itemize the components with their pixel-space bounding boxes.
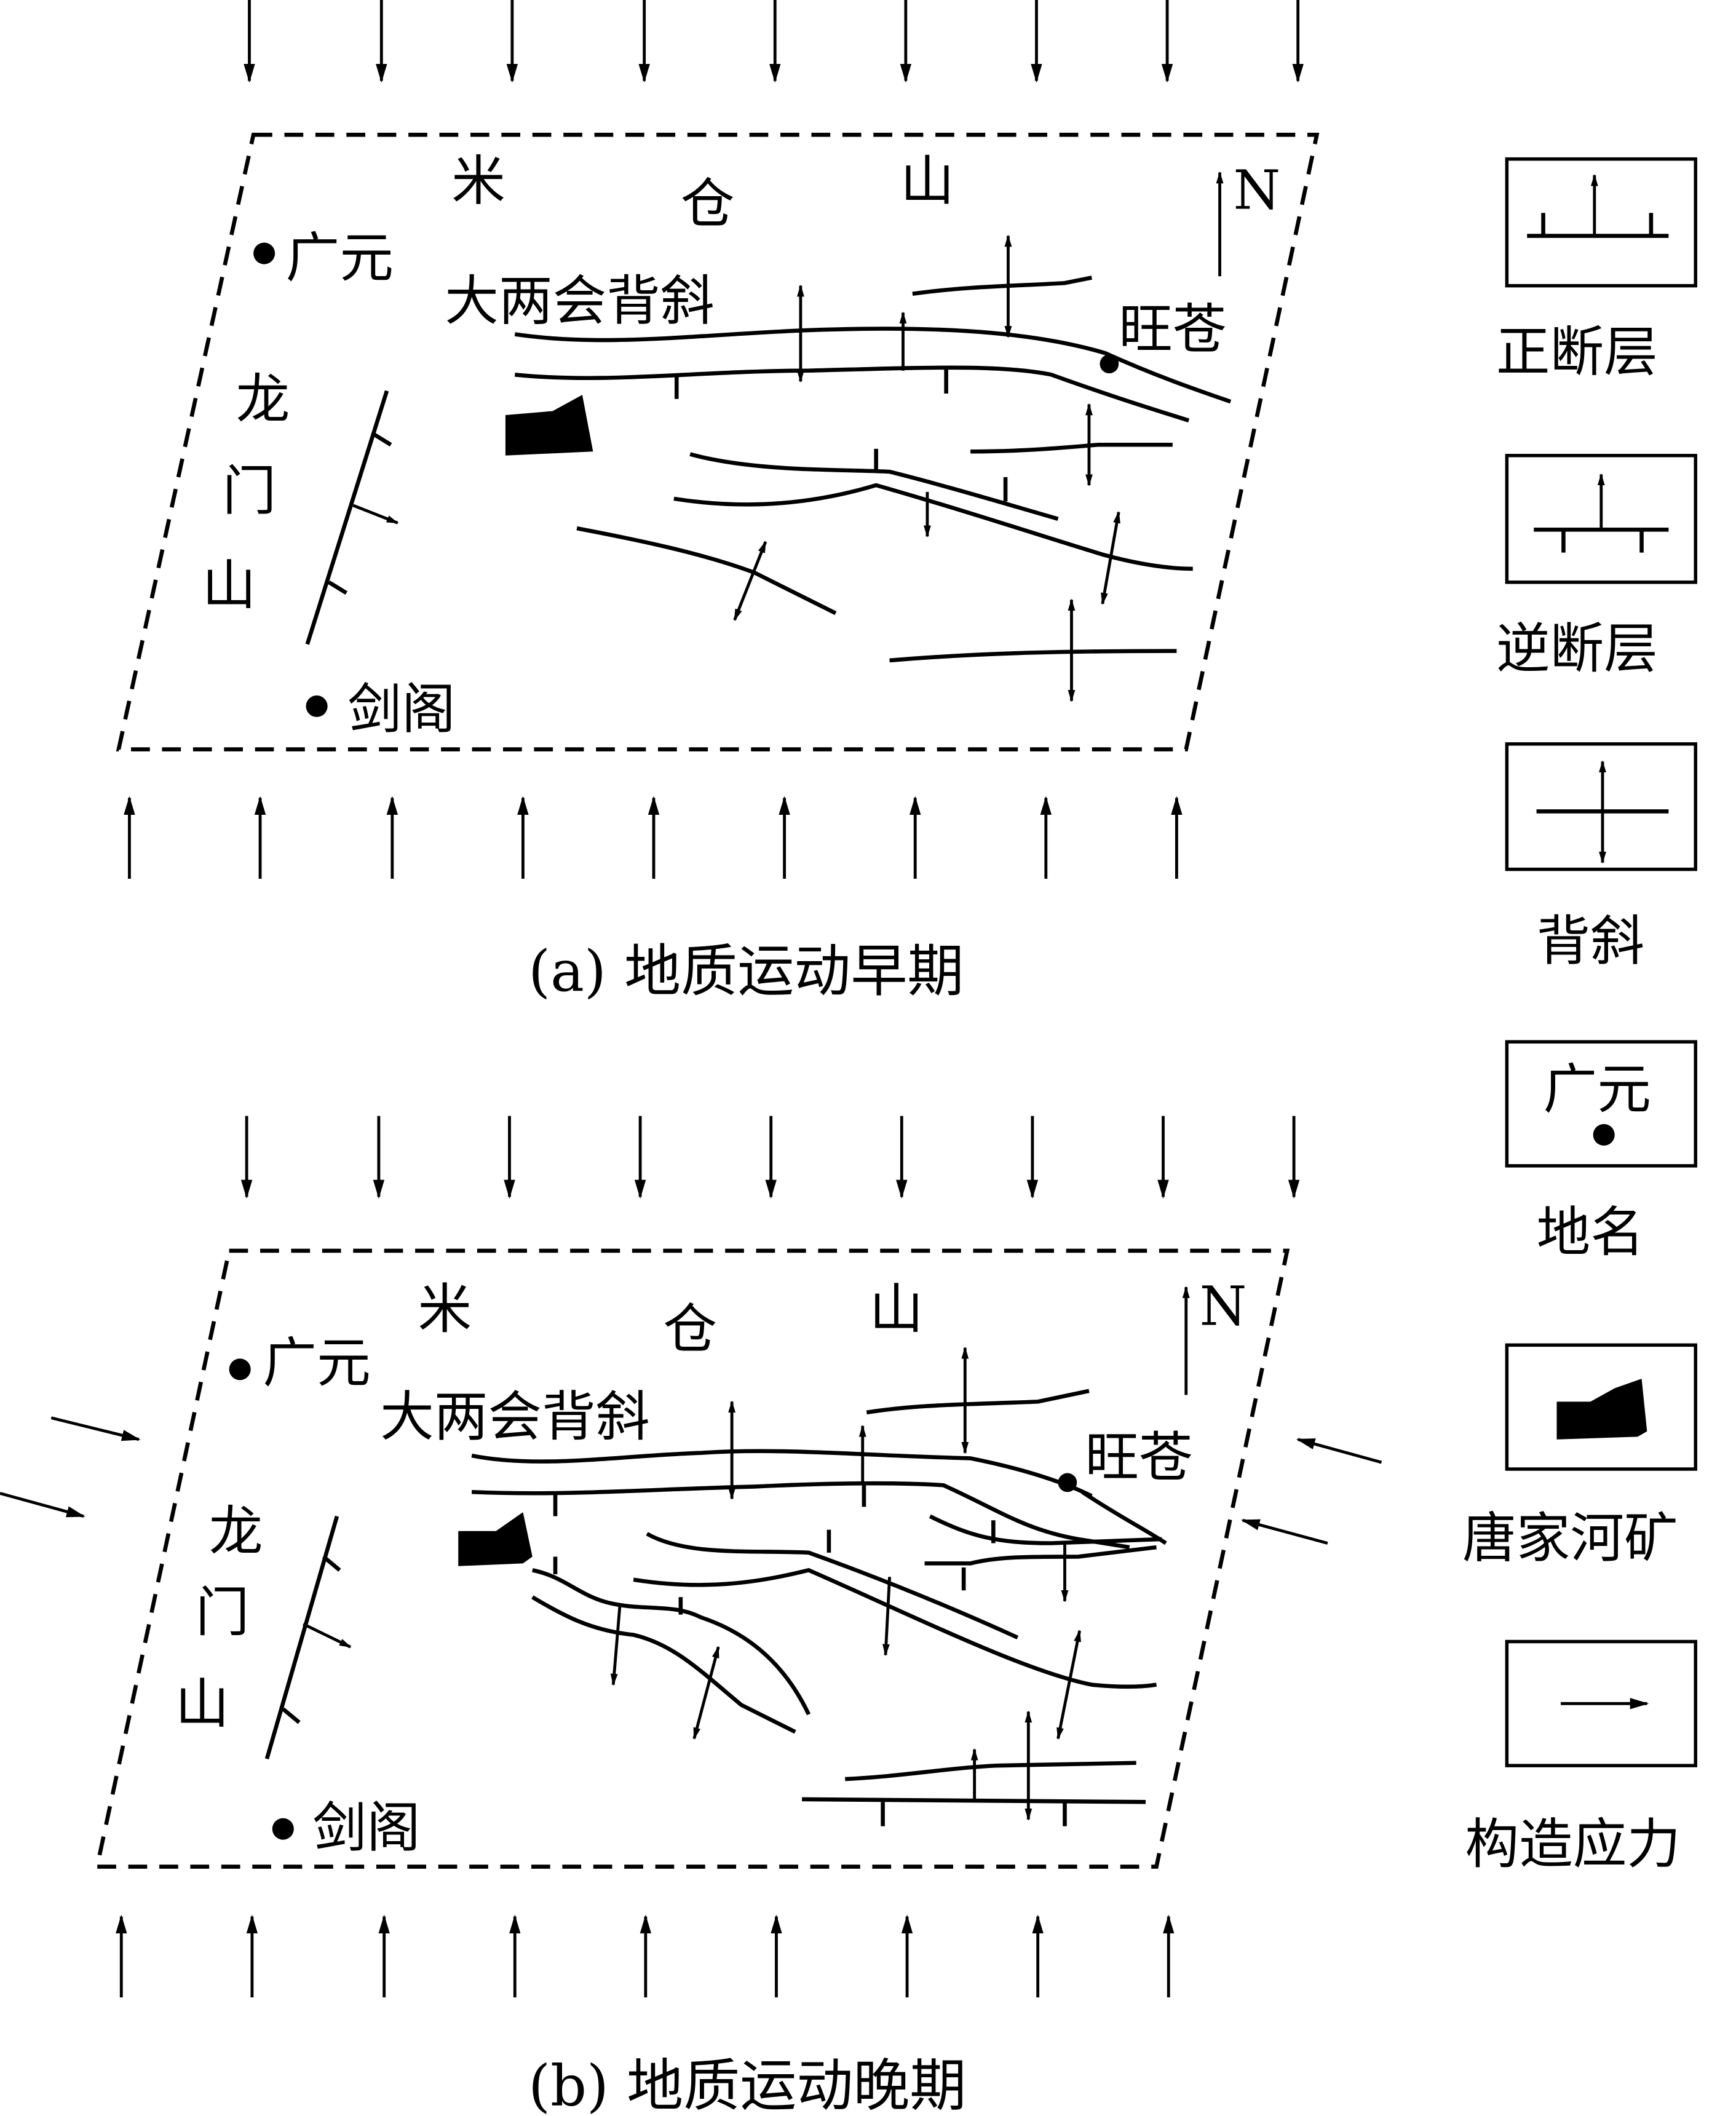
- mine-icon: [505, 395, 593, 456]
- legend-normal-fault: 正断层: [1496, 157, 1697, 384]
- label-mi: 米: [451, 149, 505, 212]
- legend-anticline: 背斜: [1505, 742, 1697, 973]
- faults: [305, 234, 1232, 702]
- label-shan: 山: [870, 1278, 924, 1341]
- place-dot: [306, 695, 328, 717]
- legend-label: 逆断层: [1496, 617, 1658, 680]
- legend-reverse-fault: 逆断层: [1496, 454, 1697, 680]
- faults: [264, 1346, 1167, 1826]
- stress-arrows-bottom: [116, 1914, 1175, 1998]
- label-wangcang: 旺苍: [1085, 1426, 1192, 1489]
- legend-place-name: 广元 地名: [1505, 1040, 1697, 1264]
- legend-label: 背斜: [1537, 910, 1644, 973]
- label-cang: 仓: [663, 1298, 717, 1361]
- label-north: N: [1200, 1275, 1247, 1337]
- legend-place-example: 广元: [1544, 1058, 1651, 1121]
- label-dalianghui: 大两会背斜: [445, 269, 714, 332]
- caption-b: (b) 地质运动晚期: [528, 2053, 966, 2116]
- label-long: 龙: [209, 1500, 263, 1563]
- label-mi: 米: [418, 1278, 472, 1341]
- legend-label: 唐家河矿: [1462, 1507, 1678, 1569]
- label-shan2: 山: [202, 554, 256, 617]
- caption-a: (a) 地质运动早期: [528, 938, 964, 1004]
- legend-label: 构造应力: [1465, 1813, 1681, 1876]
- legend-label: 地名: [1537, 1201, 1644, 1264]
- stress-arrows-top: [240, 1115, 1300, 1199]
- map-frame: [116, 132, 1320, 751]
- label-men: 门: [223, 459, 277, 522]
- label-shan: 山: [900, 149, 954, 212]
- stress-arrows-bottom: [124, 796, 1183, 879]
- place-dot: [272, 1818, 294, 1840]
- stress-arrows-top: [244, 0, 1304, 83]
- label-cang: 仓: [681, 173, 735, 236]
- label-jiange: 剑阁: [347, 678, 455, 741]
- label-dalianghui: 大两会背斜: [380, 1385, 649, 1448]
- stress-arrows-sides: [0, 1416, 1382, 1545]
- label-wangcang: 旺苍: [1119, 298, 1226, 360]
- label-north: N: [1233, 159, 1280, 222]
- map-frame: [94, 1248, 1290, 1869]
- place-dot: [253, 242, 275, 264]
- label-jiange: 剑阁: [313, 1797, 421, 1860]
- place-dot: [229, 1358, 251, 1381]
- mine-icon: [1556, 1379, 1647, 1440]
- label-long: 龙: [236, 368, 290, 430]
- panel-b: 米 仓 山 N 广元 大两会背斜 旺苍 龙 门 山 剑阁: [0, 1115, 1382, 2116]
- legend-mine: 唐家河矿: [1462, 1343, 1697, 1569]
- legend-label: 正断层: [1496, 321, 1658, 384]
- label-guangyuan: 广元: [263, 1332, 370, 1395]
- mine-icon: [458, 1512, 533, 1566]
- label-men: 门: [196, 1581, 250, 1644]
- label-shan2: 山: [175, 1673, 229, 1735]
- legend-stress: 构造应力: [1465, 1639, 1697, 1876]
- panel-a: 米 仓 山 N 广元 大两会背斜 旺苍 龙 门 山 剑阁: [116, 0, 1320, 1004]
- label-guangyuan: 广元: [286, 226, 394, 289]
- legend: 正断层 逆断层 背斜 广元 地名 唐家河矿 构造应力: [1462, 157, 1697, 1876]
